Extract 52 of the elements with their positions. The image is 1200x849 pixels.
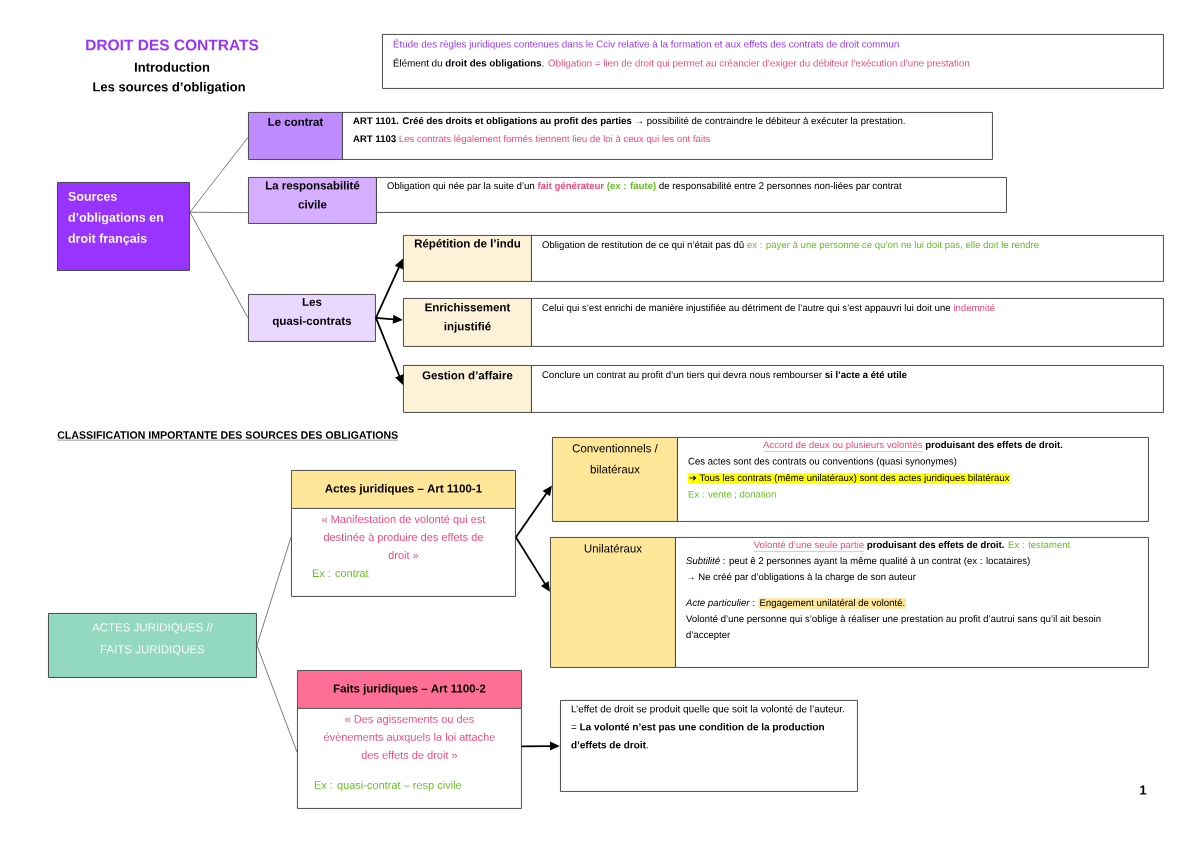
title: DROIT DES CONTRATS [86, 39, 259, 51]
note-box [382, 34, 1164, 89]
quote-text: « Manifestation de volonté qui est destinée à produire des effets de droit » [321, 514, 486, 560]
note-text: Élément du droit des obligations. Obligation = lien de droit qui permet au créancier d’exiger du débiteur l’exécution d’une prestation [393, 57, 970, 69]
card-heading: Actes juridiques – Art 1100-1 [325, 484, 482, 495]
category-card [297, 670, 522, 809]
category-box: Unilatéraux [550, 537, 676, 668]
definition-box: Celui qui s’est enrichi de manière injustifiée au détriment de l’autre qui s’est appauvri lui doit une indemnité [531, 298, 1164, 347]
topic-box: ACTES JURIDIQUES // FAITS JURIDIQUES [48, 613, 257, 678]
category-box: Gestion d’affaire [403, 365, 532, 413]
note-text: Volonté d’une personne qui s’oblige à réaliser une prestation au profit d’autrui sans qu’il ait besoin d’accepter [686, 614, 1101, 640]
category-box: La responsabilité civile [248, 177, 377, 224]
note-text: Étude des règles juridiques contenues dans le Cciv relative à la formation et aux effets des contrats de droit commun [393, 38, 899, 50]
highlighted-text: ➔ Tous les contrats (même unilatéraux) sont des actes juridiques bilatéraux [687, 473, 1011, 484]
definition-box: Conclure un contrat au profit d’un tiers qui devra nous rembourser si l’acte a été utile [531, 365, 1164, 413]
article-text: ART 1101. Créé des droits et obligations au profit des parties → possibilité de contraindre le débiteur à exécuter la prestation. [353, 116, 905, 127]
note-box [560, 700, 858, 792]
connector-line [189, 211, 249, 213]
category-box: Répétition de l’indu [403, 235, 532, 282]
subtitle: Les sources d’obligation [93, 81, 245, 95]
note-text: Acte particulier : Engagement unilatéral de volonté. [685, 598, 906, 609]
article-text: ART 1103 Les contrats légalement formés tiennent lieu de loi à ceux qui les ont faits [353, 134, 711, 144]
definition-box: Obligation qui née par la suite d’un fait générateur (ex : faute) de responsabilité entre 2 personnes non-liées par contrat [376, 177, 1007, 213]
connector-line [189, 211, 249, 319]
definition-text: Volonté d’une seule partie produisant des effets de droit. Ex : testament [753, 540, 1071, 552]
example-text: Ex : vente ; donation [688, 490, 776, 499]
example-text: Ex : quasi-contrat – resp civile [314, 780, 462, 792]
category-box: Conventionnels / bilatéraux [552, 437, 678, 522]
note-text: Ces actes sont des contrats ou conventions (quasi synonymes) [688, 457, 957, 467]
definition-text: Accord de deux ou plusieurs volontés produisant des effets de droit. [762, 440, 1063, 452]
quote-text: « Des agissements ou des évènements auxquels la loi attache des effets de droit » [324, 714, 495, 759]
topic-box: Sources d’obligations en droit français [57, 182, 190, 271]
note-text: = La volonté n’est pas une condition de la production d’effets de droit. [571, 722, 824, 749]
note-text: Subtilité : peut ê 2 personnes ayant la même qualité à un contrat (ex : locataires) [686, 556, 1030, 566]
definition-box [342, 112, 993, 160]
page-number: 1 [1140, 785, 1147, 795]
definition-box: Obligation de restitution de ce qui n’était pas dû ex : payer à une personne ce qu’on ne lui doit pas, elle doit le rendre [531, 235, 1164, 282]
connector-line [256, 645, 298, 753]
note-text: L’effet de droit se produit quelle que soit la volonté de l’auteur. [571, 704, 844, 715]
card-heading: Faits juridiques – Art 1100-2 [333, 684, 486, 695]
definition-box [675, 537, 1149, 668]
subtitle: Introduction [134, 62, 210, 72]
category-box: Les quasi-contrats [248, 294, 376, 342]
definition-box [677, 437, 1149, 522]
section-heading: CLASSIFICATION IMPORTANTE DES SOURCES DES OBLIGATIONS [57, 431, 399, 441]
note-text: → Ne créé par d’obligations à la charge de son auteur [687, 572, 916, 582]
connector-line [256, 536, 292, 646]
category-card [291, 470, 516, 597]
connector-line [189, 137, 249, 213]
category-box: Enrichissement injustifié [403, 298, 532, 347]
example-text: Ex : contrat [312, 569, 369, 578]
category-box: Le contrat [248, 112, 343, 160]
